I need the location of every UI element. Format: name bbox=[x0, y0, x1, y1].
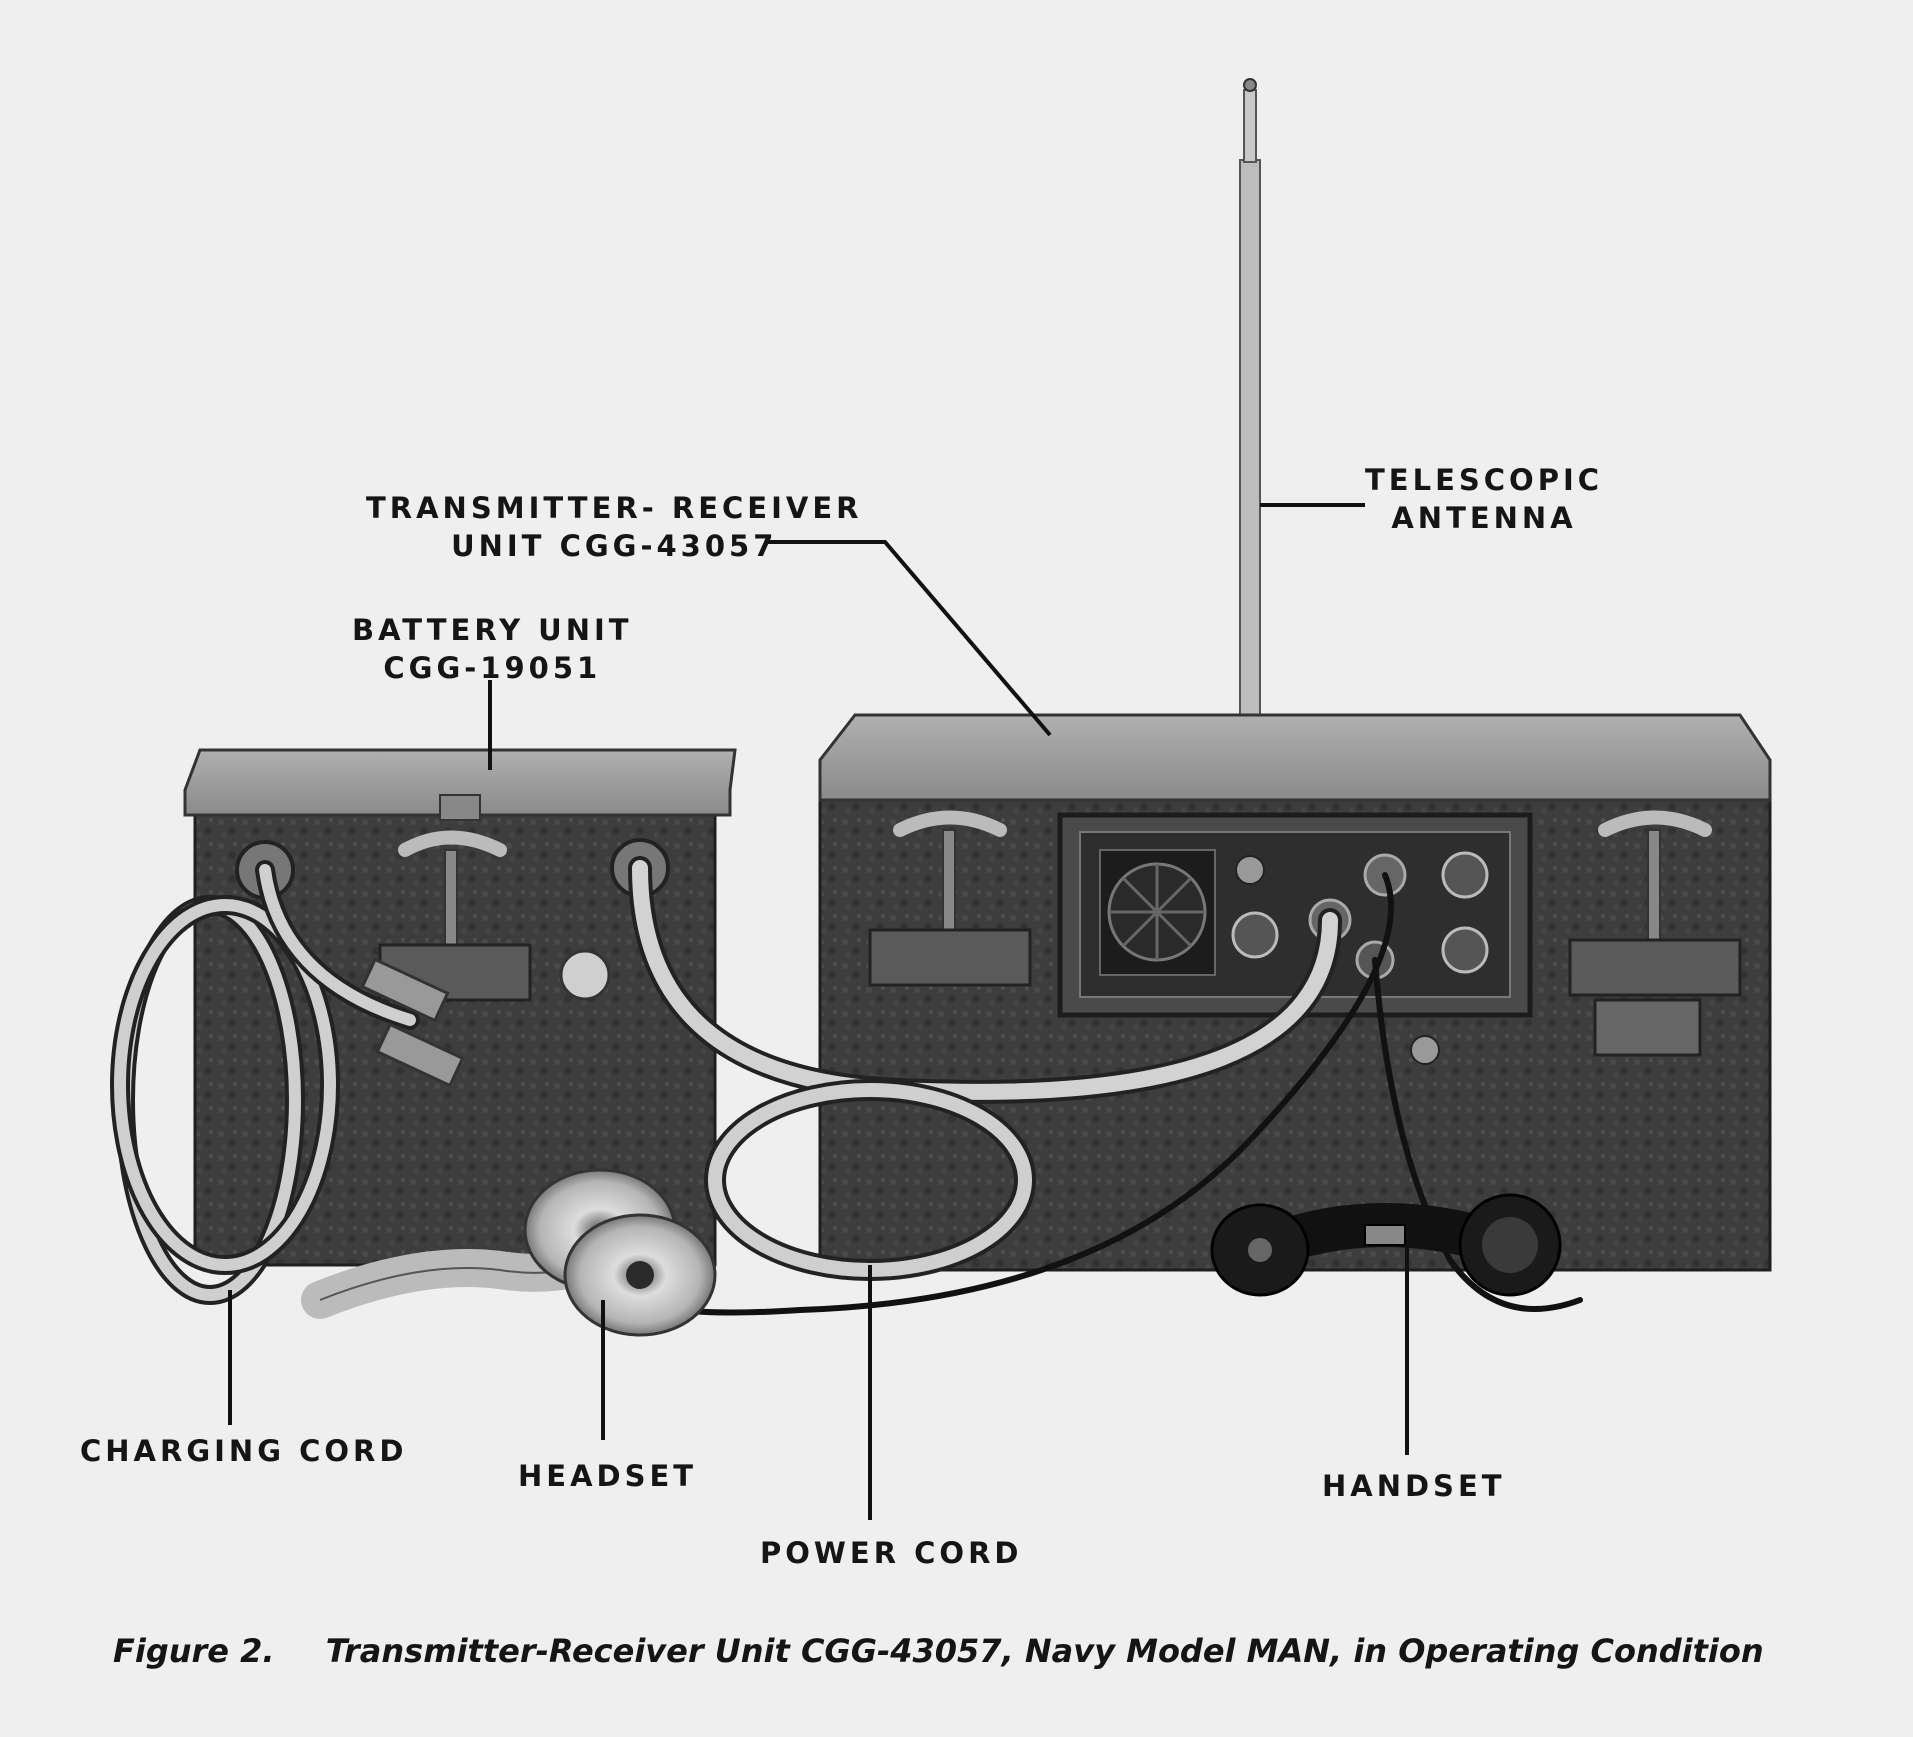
battery-cap bbox=[559, 949, 611, 1001]
control-knob bbox=[1441, 851, 1489, 899]
transmitter-receiver-label-line1: TRANSMITTER- RECEIVER bbox=[366, 491, 863, 525]
transmitter-receiver-label: TRANSMITTER- RECEIVER UNIT CGG-43057 bbox=[366, 490, 862, 565]
figure-number: Figure 2. bbox=[113, 1632, 275, 1670]
headset-label: HEADSET bbox=[518, 1459, 698, 1493]
battery-unit-label: BATTERY UNIT CGG-19051 bbox=[352, 612, 633, 687]
right-handle bbox=[1568, 810, 1742, 1057]
front-control-panel bbox=[1057, 812, 1533, 1018]
power-cord-label: POWER CORD bbox=[760, 1536, 1023, 1570]
headset bbox=[301, 1168, 717, 1337]
transmitter-receiver-leader bbox=[765, 540, 1052, 737]
telescopic-antenna-label: TELESCOPIC ANTENNA bbox=[1365, 462, 1603, 537]
telescopic-antenna-label-line2: ANTENNA bbox=[1391, 500, 1577, 535]
handset-label: HANDSET bbox=[1322, 1469, 1506, 1503]
telescopic-antenna bbox=[1239, 78, 1261, 716]
handset bbox=[1210, 1193, 1562, 1297]
control-knob bbox=[1441, 926, 1489, 974]
telescopic-antenna-label-line1: TELESCOPIC bbox=[1365, 463, 1604, 497]
transmitter-receiver-label-line2: UNIT CGG-43057 bbox=[451, 528, 778, 563]
figure-caption-text: Transmitter-Receiver Unit CGG-43057, Nav… bbox=[325, 1632, 1764, 1670]
control-knob bbox=[1231, 911, 1279, 959]
charging-cord-label: CHARGING CORD bbox=[80, 1434, 408, 1468]
leader-lines bbox=[228, 503, 1409, 1520]
charging-cord bbox=[110, 860, 465, 1305]
panel-cap bbox=[1410, 1035, 1440, 1065]
battery-unit-label-line2: CGG-19051 bbox=[383, 650, 602, 685]
speaker-grille bbox=[1099, 849, 1216, 976]
meter bbox=[1235, 855, 1265, 885]
left-handle bbox=[868, 810, 1032, 987]
battery-unit-label-line1: BATTERY UNIT bbox=[352, 613, 633, 647]
figure-caption: Figure 2. Transmitter-Receiver Unit CGG-… bbox=[113, 1632, 1764, 1670]
